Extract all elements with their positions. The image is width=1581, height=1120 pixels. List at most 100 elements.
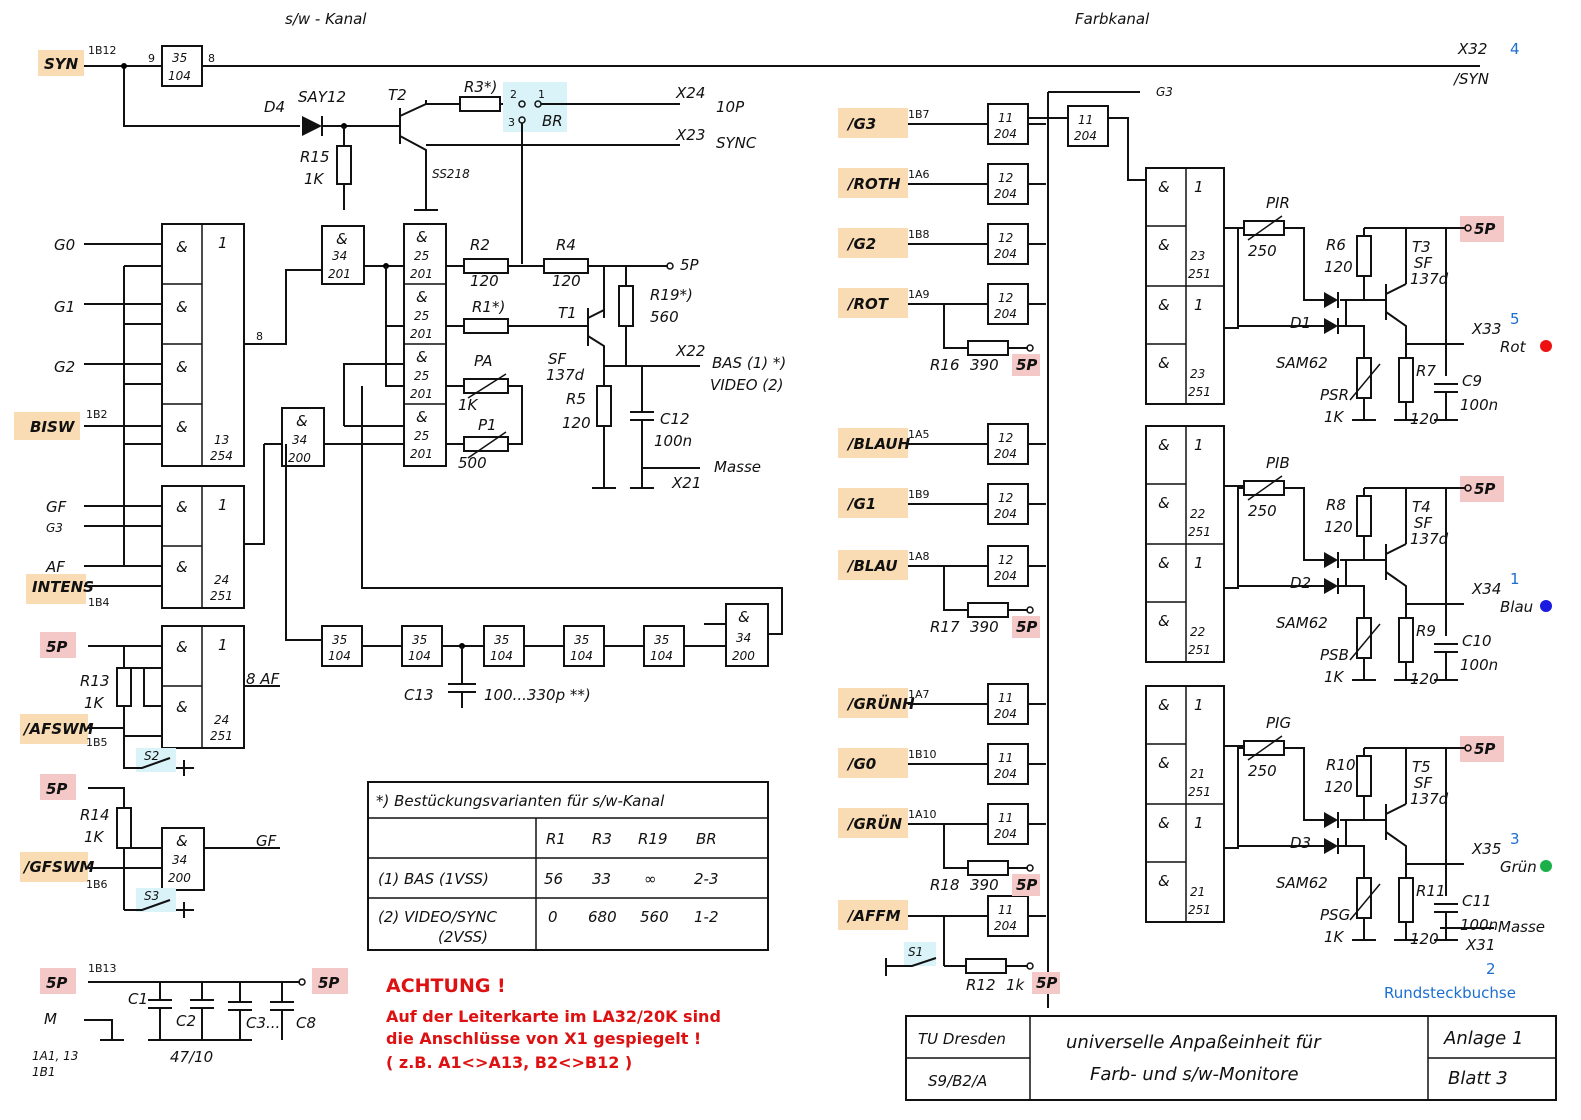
c-label: C10 (1462, 632, 1492, 650)
svg-text:&: & (1158, 872, 1170, 890)
sf2-label: 137d (1410, 270, 1449, 288)
svg-text:251: 251 (1188, 903, 1211, 917)
svg-text:204: 204 (994, 447, 1017, 461)
r2-value: 120 (470, 272, 499, 290)
r1-label: R1*) (472, 298, 505, 316)
table-row-1-label: (1) BAS (1VSS) (378, 870, 489, 888)
table-row-1-r19: ∞ (644, 870, 657, 888)
p5-pull: 5P (1016, 356, 1037, 374)
svg-text:35: 35 (494, 633, 509, 647)
svg-text:204: 204 (994, 767, 1017, 781)
sf2-label: 137d (1410, 790, 1449, 808)
p5-pull: 5P (1016, 876, 1037, 894)
svg-text:9: 9 (148, 52, 155, 65)
svg-text:204: 204 (1074, 129, 1097, 143)
right-pin-9: 1A10 (908, 808, 937, 821)
output-stage-0: PIR2505PR6120T3SF137dD1SAM62PSR1KR7120C9… (1224, 194, 1552, 428)
svg-text:12: 12 (998, 231, 1013, 245)
r4-value: 120 (552, 272, 581, 290)
gate-34-200-a (281, 407, 325, 467)
right-signal-7: /GRÜNH (846, 694, 915, 713)
s3-label: S3 (144, 889, 159, 903)
svg-text:12: 12 (998, 291, 1013, 305)
title-block: TU Dresden S9/B2/A universelle Anpaßeinh… (905, 1015, 1557, 1101)
d-label: D1 (1290, 314, 1311, 332)
svg-text:23: 23 (1190, 367, 1205, 381)
svg-text:1: 1 (218, 496, 228, 514)
svg-text:1: 1 (1194, 696, 1204, 714)
x23-label: X23 (675, 126, 705, 144)
out-5p: 5P (680, 256, 700, 274)
svg-text:&: & (1158, 554, 1170, 572)
variants-table: *) Bestückungsvarianten für s/w-Kanal R1… (367, 781, 769, 951)
gate-11-204-top (1067, 105, 1109, 147)
buffer-gate-7 (987, 683, 1029, 725)
svg-text:11: 11 (1078, 113, 1093, 127)
x31-label: X31 (1465, 936, 1495, 954)
table-header-r19: R19 (638, 830, 668, 848)
r13-value: 1K (84, 694, 105, 712)
r14-label: R14 (80, 806, 110, 824)
r18-label: R18 (930, 876, 960, 894)
table-row-1-br: 2-3 (694, 870, 719, 888)
g3-label: G3 (46, 521, 63, 535)
svg-text:104: 104 (408, 649, 431, 663)
svg-text:204: 204 (994, 187, 1017, 201)
right-pin-8: 1B10 (908, 748, 937, 761)
table-row-2-r19: 560 (640, 908, 669, 926)
svg-text:3: 3 (508, 116, 515, 129)
svg-text:12: 12 (998, 171, 1013, 185)
svg-text:&: & (416, 348, 428, 366)
pi-value: 250 (1248, 762, 1277, 780)
pin-bisw: 1B2 (86, 408, 108, 421)
gf-out: GF (256, 832, 277, 850)
r3-label: R3*) (464, 78, 497, 96)
s2-label: S2 (144, 749, 159, 763)
svg-text:35: 35 (332, 633, 347, 647)
d-label: D2 (1290, 574, 1311, 592)
svg-text:104: 104 (570, 649, 593, 663)
svg-text:&: & (176, 698, 188, 716)
heading-sw-channel: s/w - Kanal (285, 10, 367, 28)
rundsteckbuchse: Rundsteckbuchse (1384, 984, 1516, 1002)
c-label: C11 (1462, 892, 1492, 910)
buffer-gate-2 (987, 223, 1029, 265)
t1-sf: SF (548, 350, 567, 368)
gate-bot: 254 (210, 449, 233, 463)
gf-label: GF (46, 498, 67, 516)
nand-24-251-a (161, 485, 245, 609)
svg-text:&: & (1158, 296, 1170, 314)
right-signal-6: /BLAU (846, 557, 898, 575)
pin-gfswm: 1B6 (86, 878, 108, 891)
pin-afswm: 1B5 (86, 736, 108, 749)
g1-label: G1 (54, 298, 75, 316)
svg-text:&: & (296, 412, 308, 430)
r17-label: R17 (930, 618, 960, 636)
r15-label: R15 (300, 148, 330, 166)
svg-text:&: & (1158, 354, 1170, 372)
af-out: 8 AF (246, 670, 280, 688)
bas-label: BAS (1) *) (712, 354, 786, 372)
right-pin-5: 1B9 (908, 488, 930, 501)
gate-bot: 200 (168, 871, 191, 885)
af-label: AF (45, 558, 65, 576)
r16-value: 390 (970, 356, 999, 374)
d-label: D3 (1290, 834, 1311, 852)
r-top-value: 120 (1324, 258, 1353, 276)
r-bot-value: 120 (1410, 670, 1439, 688)
svg-text:204: 204 (994, 569, 1017, 583)
svg-text:&: & (416, 288, 428, 306)
right-pin-4: 1A5 (908, 428, 930, 441)
svg-text:&: & (1158, 494, 1170, 512)
c12-value: 100n (654, 432, 692, 450)
p5-a: 5P (46, 638, 67, 656)
x23-signal: SYNC (716, 134, 757, 152)
r19-value: 560 (650, 308, 679, 326)
svg-text:&: & (176, 298, 188, 316)
svg-text:204: 204 (994, 919, 1017, 933)
svg-text:1: 1 (1194, 554, 1204, 572)
sf-label: SF (1414, 774, 1433, 792)
title-code: S9/B2/A (928, 1072, 987, 1090)
svg-text:1: 1 (218, 234, 228, 252)
